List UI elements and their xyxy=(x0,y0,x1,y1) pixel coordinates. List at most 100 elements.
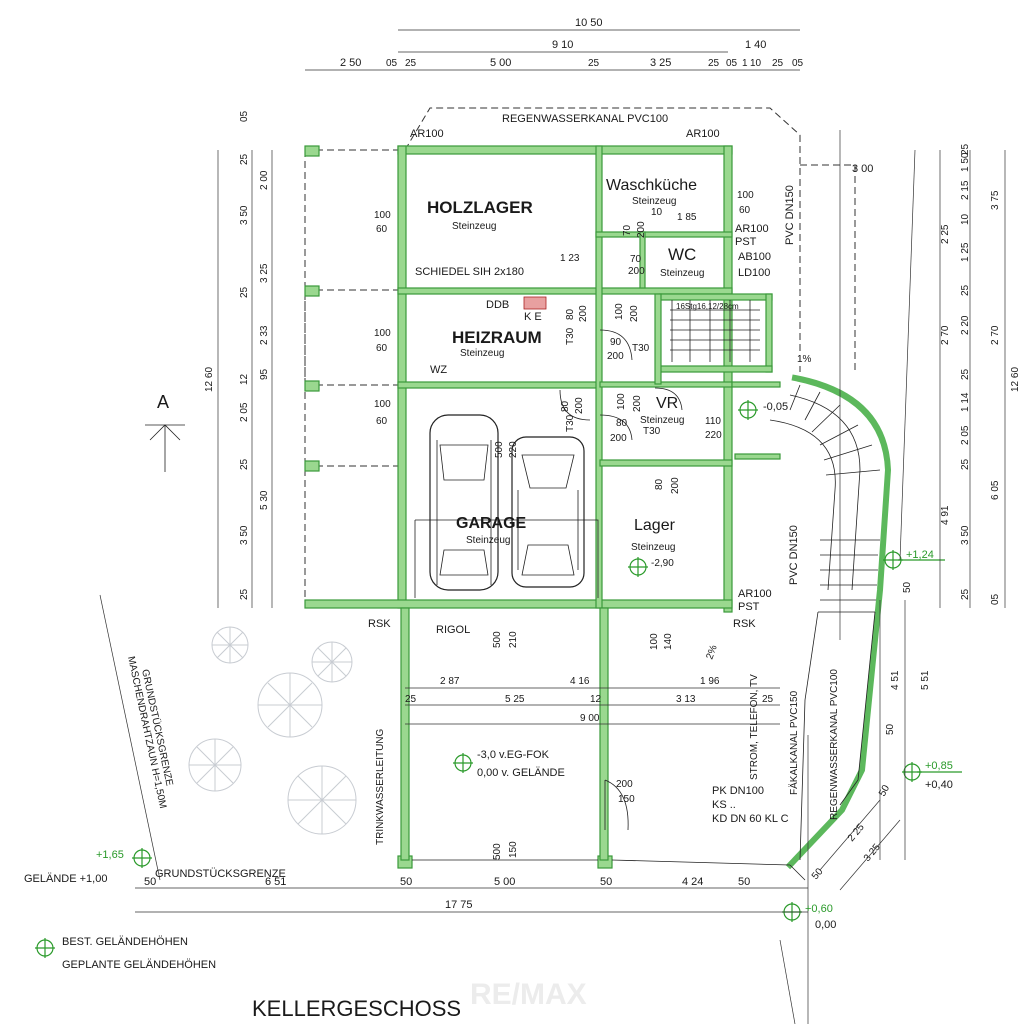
room-heizraum-floor: Steinzeug xyxy=(460,348,504,359)
dim-text: 4 16 xyxy=(570,676,590,687)
dim-text: 17 75 xyxy=(445,899,473,911)
dimension-lines xyxy=(99,29,1006,1024)
curved-stair-wall xyxy=(769,374,892,881)
level-labels: -0,05 +1,24 +0,85 +0,40 +1,65 +0,60 0,00 xyxy=(96,401,953,931)
dim-text: 220 xyxy=(508,441,519,458)
dim-text: 6 51 xyxy=(265,876,286,888)
room-vr-name: VR xyxy=(656,395,678,412)
level-plus165: +1,65 xyxy=(96,849,124,861)
dim-text: 1 25 xyxy=(960,242,971,262)
dim-text: 80 xyxy=(654,478,665,490)
door-swings xyxy=(559,329,683,831)
dim-text: 100 xyxy=(616,393,627,410)
dim-text: 9 10 xyxy=(552,39,573,51)
dim-text: 25 xyxy=(960,458,971,470)
level-plus124: +1,24 xyxy=(906,549,934,561)
building-walls xyxy=(304,145,781,613)
label-regenwasserkanal-right: REGENWASSERKANAL PVC100 xyxy=(829,669,840,820)
dim-text: 80 xyxy=(616,418,628,429)
dim-text: 150 xyxy=(618,794,635,805)
section-marker: A xyxy=(145,392,185,472)
label-ddb: DDB xyxy=(486,299,509,311)
dim-text: 25 xyxy=(960,588,971,600)
dim-text: 200 xyxy=(616,779,633,790)
outdoor-walls xyxy=(400,607,791,866)
dim-text: T30 xyxy=(565,414,576,432)
label-trinkwasser: TRINKWASSERLEITUNG xyxy=(375,728,386,845)
dim-text: 2 00 xyxy=(259,170,270,190)
dim-text: 50 xyxy=(877,783,892,799)
label-ld100: LD100 xyxy=(738,267,770,279)
dim-text: 1 xyxy=(742,58,748,69)
dim-text: 5 30 xyxy=(259,490,270,510)
level-plus085: +0,85 xyxy=(925,760,953,772)
room-heizraum-name: HEIZRAUM xyxy=(452,328,542,347)
dim-text: 3 50 xyxy=(239,205,250,225)
dim-text: 100 xyxy=(374,210,391,221)
dim-text: 200 xyxy=(632,395,643,412)
dim-text: 2 70 xyxy=(990,325,1001,345)
dim-text: T30 xyxy=(632,343,650,354)
label-rigol: RIGOL xyxy=(436,624,470,636)
dim-text: 3 13 xyxy=(676,694,696,705)
dim-text: 25 xyxy=(239,153,250,165)
dim-text: 50 xyxy=(738,876,750,888)
dim-text: 200 xyxy=(629,305,640,322)
label-pst2: PST xyxy=(738,601,760,613)
label-strom: STROM, TELEFON, TV xyxy=(749,674,760,780)
dim-text: 25 xyxy=(772,58,784,69)
dim-text: 4 24 xyxy=(682,876,703,888)
dim-text: 2 15 xyxy=(960,180,971,200)
label-ar100-a: AR100 xyxy=(410,128,444,140)
label-schiedel: SCHIEDEL SIH 2x180 xyxy=(415,266,524,278)
level-stairs-top: -0,05 xyxy=(763,401,788,413)
label-pst: PST xyxy=(735,236,757,248)
dim-text: 200 xyxy=(574,397,585,414)
dim-text: 25 xyxy=(708,58,720,69)
label-slope-2: 2% xyxy=(704,644,719,661)
dim-text: 50 xyxy=(885,723,896,735)
dim-text: 1 14 xyxy=(960,392,971,412)
chimney-box xyxy=(523,296,547,310)
dim-text: 50 xyxy=(400,876,412,888)
dim-text: 100 xyxy=(374,328,391,339)
room-wc-name: WC xyxy=(668,245,696,264)
label-ke: K E xyxy=(524,311,542,323)
dim-text: 25 xyxy=(239,588,250,600)
label-ar100-pst2: AR100 xyxy=(738,588,772,600)
dim-text: 1 96 xyxy=(700,676,720,687)
dim-text: 100 xyxy=(614,303,625,320)
dim-text: 1 40 xyxy=(745,39,766,51)
room-wc-floor: Steinzeug xyxy=(660,268,704,279)
label-v-gelaende: 0,00 v. GELÄNDE xyxy=(477,767,565,779)
label-rsk-right: RSK xyxy=(733,618,756,630)
label-pk: PK DN100 xyxy=(712,785,764,797)
dim-text: 2 70 xyxy=(940,325,951,345)
dim-text: 95 xyxy=(259,368,270,380)
dim-text: 60 xyxy=(739,205,751,216)
dim-text: 5 00 xyxy=(494,876,515,888)
dim-text: 2 05 xyxy=(960,425,971,445)
room-labels: HOLZLAGER Steinzeug Waschküche Steinzeug… xyxy=(427,177,704,569)
level-zero: 0,00 xyxy=(815,919,836,931)
dim-text: 12 60 xyxy=(1010,367,1021,392)
dim-text: 60 xyxy=(376,343,388,354)
dim-text: 1 23 xyxy=(560,253,580,264)
label-stair: 16Stg16,12/28cm xyxy=(676,302,739,311)
dim-text: 2 05 xyxy=(239,402,250,422)
dim-text: 10 xyxy=(960,213,971,225)
section-label: A xyxy=(157,392,169,412)
dim-text: 1 85 xyxy=(677,212,697,223)
dim-text: T30 xyxy=(565,327,576,345)
dim-text: 500 xyxy=(492,843,503,860)
remax-watermark: RE/MAX xyxy=(470,978,587,1011)
room-lager-floor: Steinzeug xyxy=(631,542,675,553)
dim-text: 80 xyxy=(565,308,576,320)
dim-text: 140 xyxy=(663,633,674,650)
dim-text: 9 00 xyxy=(580,713,600,724)
level-plus040: +0,40 xyxy=(925,779,953,791)
dim-text: 90 xyxy=(610,337,622,348)
level-plus060: +0,60 xyxy=(805,903,833,915)
dim-text: 10 xyxy=(651,207,663,218)
